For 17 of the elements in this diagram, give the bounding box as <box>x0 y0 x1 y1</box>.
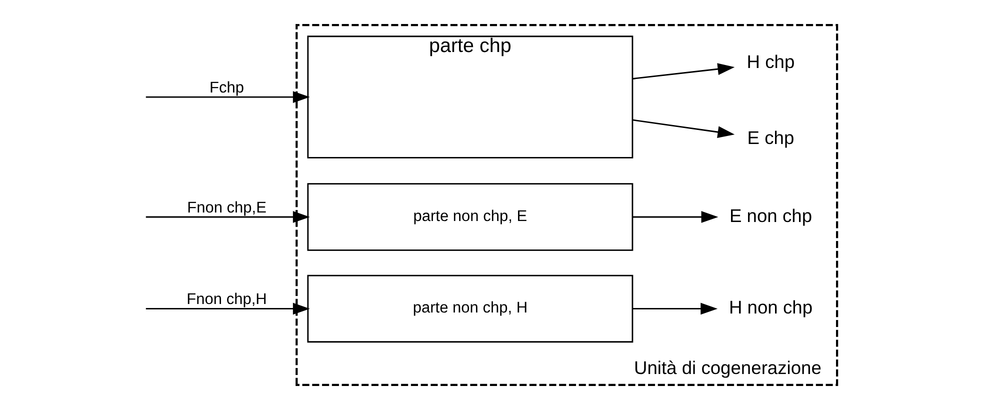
node-box: parte non chp, E <box>306 183 633 251</box>
node-box: parte non chp, H <box>306 274 633 343</box>
arrow <box>632 302 718 315</box>
edge-label: Fnon chp,E <box>186 199 266 216</box>
edge-label: Fchp <box>209 80 244 97</box>
node-box: parte chp <box>306 36 633 158</box>
arrow <box>632 63 734 80</box>
node-text: H non chp <box>728 296 812 318</box>
edge-label: Fnon chp,H <box>186 291 266 308</box>
arrow <box>145 211 310 223</box>
arrow <box>632 119 734 138</box>
arrow <box>632 211 718 223</box>
arrow <box>145 91 310 103</box>
node-text: E chp <box>746 127 794 148</box>
arrow <box>145 302 310 315</box>
node-text: H chp <box>746 50 794 72</box>
node-text: E non chp <box>728 204 812 226</box>
